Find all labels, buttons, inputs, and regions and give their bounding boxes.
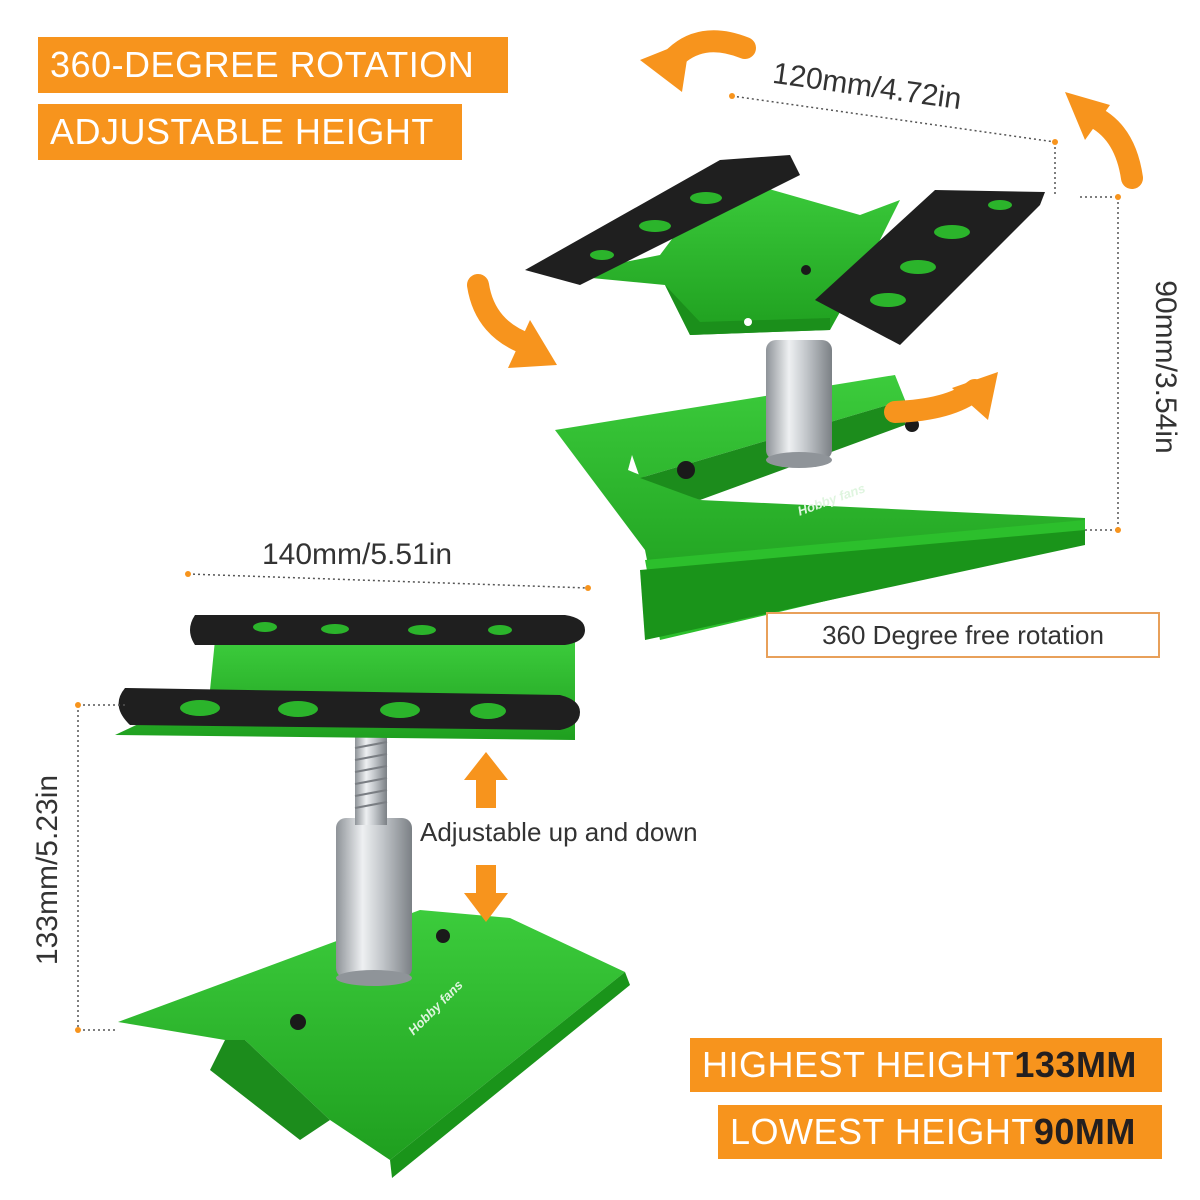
banner-rotation: 360-DEGREE ROTATION bbox=[38, 37, 508, 93]
bottom-stand bbox=[115, 615, 630, 1178]
banner-lowest-label: LOWEST HEIGHT bbox=[730, 1111, 1034, 1152]
rotation-arrow-top-left bbox=[640, 30, 756, 92]
dimension-top-height: 90mm/3.54in bbox=[1149, 280, 1182, 454]
rotation-arrow-top-right bbox=[1065, 92, 1143, 189]
banner-lowest-value: 90MM bbox=[1033, 1111, 1136, 1152]
caption-rotation-box: 360 Degree free rotation bbox=[766, 612, 1160, 658]
bottom-stand-base bbox=[118, 910, 625, 1160]
top-stand-plate bbox=[560, 175, 900, 335]
banner-rotation-text: 360-DEGREE ROTATION bbox=[50, 44, 475, 85]
top-stand bbox=[525, 155, 1085, 640]
rotation-arrow-mid-left bbox=[467, 274, 557, 368]
top-stand-post bbox=[766, 340, 832, 460]
caption-rotation-text: 360 Degree free rotation bbox=[822, 619, 1104, 650]
banner-height: ADJUSTABLE HEIGHT bbox=[38, 104, 462, 160]
arrow-down-icon bbox=[464, 865, 508, 922]
bottom-stand-pad-back bbox=[190, 615, 585, 645]
bottom-stand-pad-front bbox=[118, 688, 581, 730]
banner-highest-label: HIGHEST HEIGHT bbox=[702, 1044, 1015, 1085]
top-stand-pad-left bbox=[525, 155, 800, 285]
banner-height-text: ADJUSTABLE HEIGHT bbox=[50, 111, 434, 152]
rotation-arrow-mid-right bbox=[884, 372, 998, 423]
dimension-bottom-width: 140mm/5.51in bbox=[262, 538, 453, 571]
arrow-up-icon bbox=[464, 752, 508, 808]
top-stand-pad-right bbox=[815, 190, 1045, 345]
dimension-bottom-height: 133mm/5.23in bbox=[31, 774, 64, 966]
dimension-lines bbox=[77, 95, 1119, 1031]
bottom-stand-post-cylinder bbox=[336, 818, 412, 978]
caption-adjust: Adjustable up and down bbox=[420, 817, 698, 847]
banner-highest-value: 133MM bbox=[1014, 1044, 1137, 1085]
